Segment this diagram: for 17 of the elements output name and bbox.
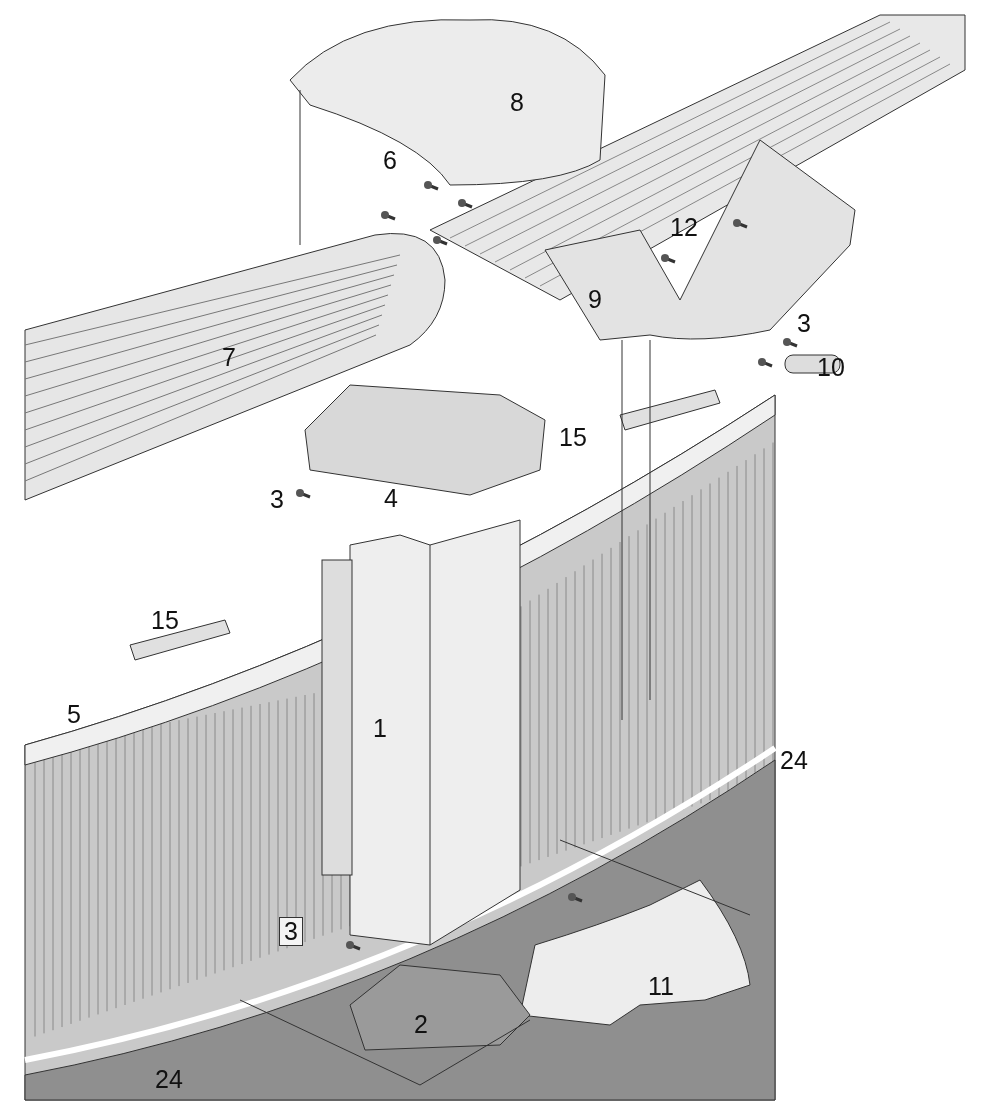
- callout-number: 1: [373, 716, 387, 741]
- callout-number: 6: [383, 148, 397, 173]
- callout-number: 24: [780, 748, 808, 773]
- callout-number: 3: [797, 311, 811, 336]
- callout-number: 7: [222, 345, 236, 370]
- callout-number: 3: [279, 917, 303, 946]
- callout-number: 2: [414, 1012, 428, 1037]
- callout-number: 15: [151, 608, 179, 633]
- callout-number: 24: [155, 1067, 183, 1092]
- callout-number: 3: [270, 487, 284, 512]
- callout-number: 11: [648, 974, 674, 999]
- callout-number: 4: [384, 486, 398, 511]
- callout-number: 15: [559, 425, 587, 450]
- callout-number: 10: [817, 355, 845, 380]
- callout-number: 9: [588, 287, 602, 312]
- callout-number: 5: [67, 702, 81, 727]
- callout-number: 8: [510, 90, 524, 115]
